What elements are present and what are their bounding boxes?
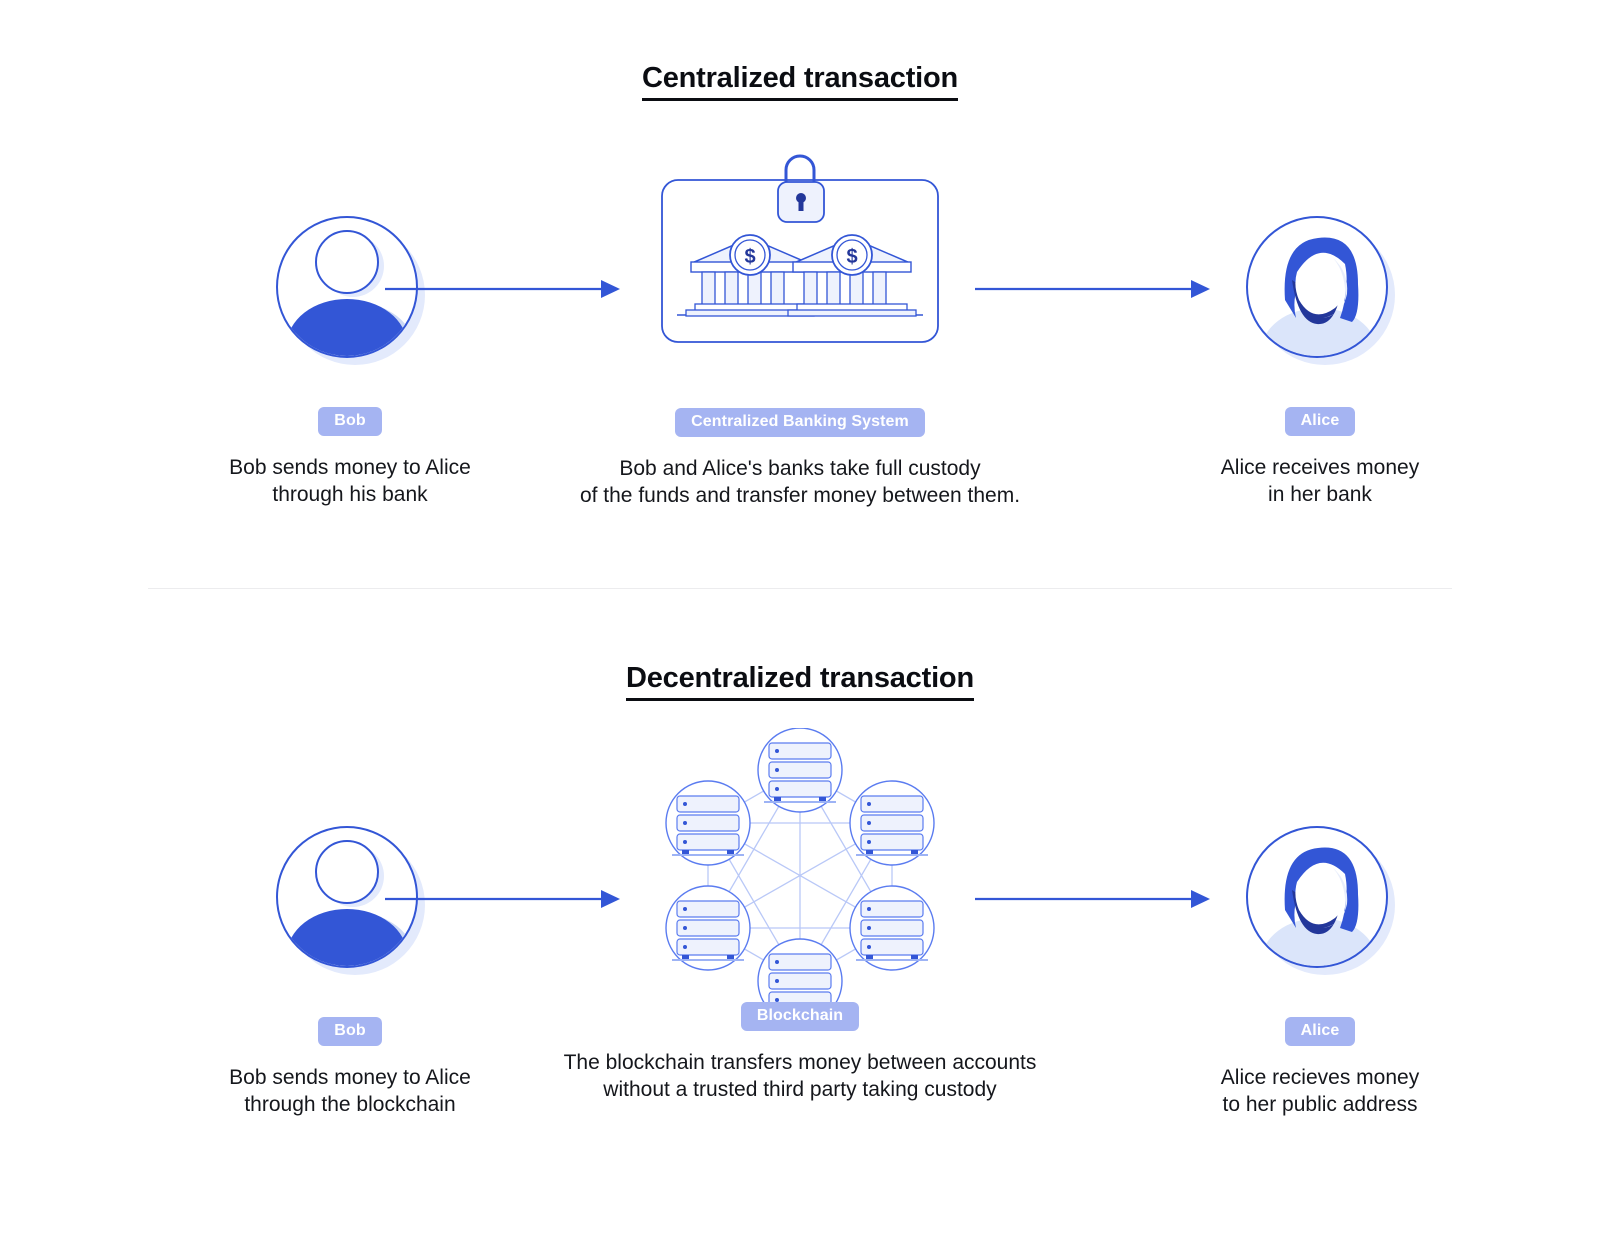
badge-alice-decentralized: Alice xyxy=(1284,1017,1356,1046)
badge-bob-centralized: Bob xyxy=(318,407,382,436)
caption-centralized-banking-system: Bob and Alice's banks take full custody … xyxy=(579,456,1021,508)
bob-avatar-visual xyxy=(265,200,435,375)
network-node-lower-right xyxy=(849,885,935,971)
alice-badge-wrap-1: Alice xyxy=(1110,407,1530,436)
arrow-right-icon-centralized-2 xyxy=(975,280,1210,298)
network-node-upper-right xyxy=(849,780,935,866)
centralized-sender-column: Bob Bob sends money to Alice through his… xyxy=(140,200,560,509)
badge-blockchain: Blockchain xyxy=(740,1002,860,1031)
caption-alice-decentralized: Alice recieves money to her public addre… xyxy=(1220,1065,1420,1117)
svg-text:$: $ xyxy=(846,246,857,268)
alice-avatar-visual xyxy=(1235,200,1405,375)
blockchain-badge-wrap-1: Centralized Banking System xyxy=(520,408,1080,437)
person-female-avatar-icon xyxy=(1246,826,1395,975)
bob-badge-wrap-2: Bob xyxy=(140,1017,560,1046)
person-female-avatar-icon xyxy=(1246,216,1395,365)
bank-building-icon-1: $ xyxy=(685,234,815,317)
badge-centralized-banking-system: Centralized Banking System xyxy=(675,408,925,437)
network-node-upper-left xyxy=(665,780,751,866)
centralized-bank-column: $ $ Centralized Banki xyxy=(520,148,1080,510)
caption-blockchain: The blockchain transfers money between a… xyxy=(563,1050,1037,1102)
centralized-receiver-column: Alice Alice receives money in her bank xyxy=(1110,200,1530,509)
badge-alice-centralized: Alice xyxy=(1284,407,1356,436)
arrow-right-icon-decentralized-1 xyxy=(385,890,620,908)
peer-to-peer-network-icon xyxy=(665,728,935,1018)
caption-alice-centralized: Alice receives money in her bank xyxy=(1220,455,1420,507)
section-title-decentralized: Decentralized transaction xyxy=(0,662,1600,701)
caption-bob-centralized: Bob sends money to Alice through his ban… xyxy=(229,455,471,507)
bob-badge-wrap-1: Bob xyxy=(140,407,560,436)
network-node-bottom xyxy=(757,938,843,1018)
blockchain-badge-wrap-2: Blockchain xyxy=(520,1002,1080,1031)
svg-text:$: $ xyxy=(744,246,755,268)
centralized-transaction-section: Centralized transaction Bob Bob sends mo… xyxy=(0,0,1600,600)
lock-icon xyxy=(777,154,825,223)
decentralized-transaction-section: Decentralized transaction Bob Bob sends … xyxy=(0,600,1600,1244)
arrow-right-icon-decentralized-2 xyxy=(975,890,1210,908)
section-title-centralized: Centralized transaction xyxy=(0,62,1600,101)
blockchain-network-visual xyxy=(650,728,950,1018)
badge-bob-decentralized: Bob xyxy=(318,1017,382,1046)
decentralized-sender-column: Bob Bob sends money to Alice through the… xyxy=(140,810,560,1119)
person-male-avatar-icon xyxy=(276,216,425,365)
alice-badge-wrap-2: Alice xyxy=(1110,1017,1530,1046)
network-node-lower-left xyxy=(665,885,751,971)
locked-banks-icon: $ $ xyxy=(661,154,939,343)
section-divider xyxy=(148,588,1452,589)
network-node-top xyxy=(757,728,843,813)
caption-bob-decentralized: Bob sends money to Alice through the blo… xyxy=(229,1065,471,1117)
bob-avatar-visual-2 xyxy=(265,810,435,985)
alice-avatar-visual-2 xyxy=(1235,810,1405,985)
person-male-avatar-icon xyxy=(276,826,425,975)
arrow-right-icon-centralized-1 xyxy=(385,280,620,298)
section-title-decentralized-text: Decentralized transaction xyxy=(626,662,974,701)
centralized-banking-visual: $ $ xyxy=(645,148,955,388)
decentralized-receiver-column: Alice Alice recieves money to her public… xyxy=(1110,810,1530,1119)
decentralized-network-column: Blockchain The blockchain transfers mone… xyxy=(520,728,1080,1104)
bank-building-icon-2: $ xyxy=(787,234,917,317)
section-title-centralized-text: Centralized transaction xyxy=(641,62,958,101)
